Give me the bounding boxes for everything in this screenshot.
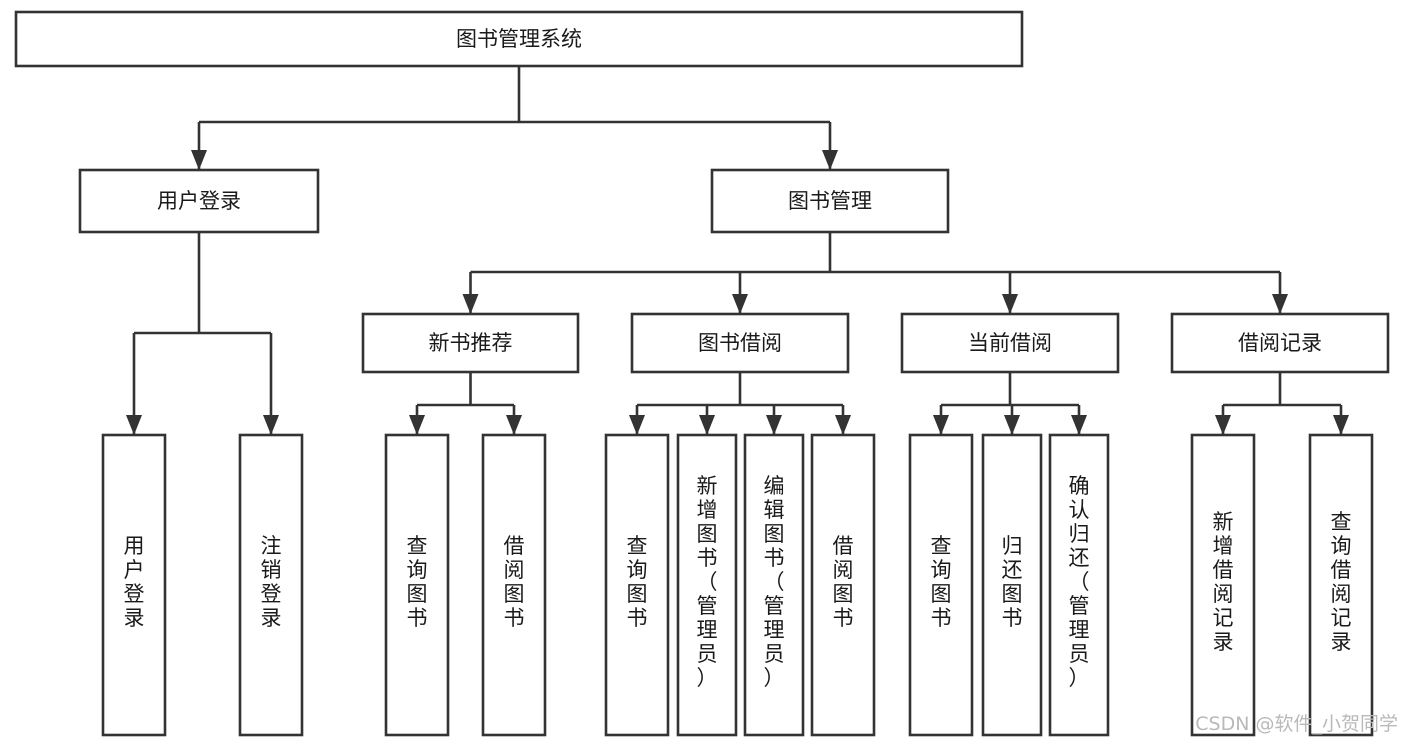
node-label-leaf-query-borrow-record: 查询借阅记录: [1331, 510, 1352, 654]
node-box-leaf-query-book: [604, 433, 670, 737]
node-leaf-confirm-return-admin[interactable]: 确认归还（管理员）: [1048, 433, 1110, 737]
bookmgmt-to-level3-arrow-1: [732, 294, 748, 314]
node-box-leaf-query-book-current: [908, 433, 974, 737]
node-box-leaf-add-borrow-record: [1190, 433, 1256, 737]
node-book-management[interactable]: 图书管理: [710, 168, 950, 234]
book-borrow-to-leaves-arrow-0: [629, 415, 645, 435]
bookmgmt-to-level3-arrow-2: [1002, 294, 1018, 314]
node-label-leaf-borrow-book: 借阅图书: [833, 534, 854, 630]
node-label-leaf-add-book-admin: 新增图书（管理员）: [697, 474, 718, 690]
book-borrow-to-leaves-arrow-3: [835, 415, 851, 435]
node-label-leaf-query-book-current: 查询图书: [931, 534, 952, 630]
borrow-record-to-leaves-arrow-0: [1215, 415, 1231, 435]
node-box-book-borrow: [630, 312, 850, 374]
connector-layer: [126, 66, 1349, 435]
node-label-leaf-borrow-book-recommend: 借阅图书: [504, 534, 525, 630]
node-box-leaf-logout: [238, 433, 304, 737]
borrow-record-to-leaves-arrow-1: [1333, 415, 1349, 435]
node-leaf-edit-book-admin[interactable]: 编辑图书（管理员）: [743, 433, 805, 737]
node-leaf-add-borrow-record[interactable]: 新增借阅记录: [1190, 433, 1256, 737]
node-label-user-login: 用户登录: [157, 189, 241, 213]
node-leaf-return-book[interactable]: 归还图书: [981, 433, 1043, 737]
node-leaf-user-login[interactable]: 用户登录: [101, 433, 167, 737]
csdn-watermark: CSDN @软件_小贺同学: [1195, 713, 1398, 735]
userlogin-to-leaves-arrow-0: [126, 415, 142, 435]
userlogin-to-leaves-arrow-1: [263, 415, 279, 435]
node-book-borrow[interactable]: 图书借阅: [630, 312, 850, 374]
node-label-leaf-return-book: 归还图书: [1002, 534, 1023, 630]
node-leaf-query-book-recommend[interactable]: 查询图书: [384, 433, 450, 737]
node-box-leaf-query-borrow-record: [1308, 433, 1374, 737]
node-user-login[interactable]: 用户登录: [78, 168, 320, 234]
node-label-current-borrow: 当前借阅: [968, 331, 1052, 355]
node-label-book-management: 图书管理: [788, 189, 872, 213]
node-label-new-book-recommend: 新书推荐: [429, 331, 513, 355]
node-box-user-login: [78, 168, 320, 234]
node-leaf-query-book-current[interactable]: 查询图书: [908, 433, 974, 737]
node-box-current-borrow: [900, 312, 1120, 374]
node-box-root: [14, 10, 1024, 68]
node-box-new-book-recommend: [361, 312, 580, 374]
root-to-level2-arrow-0: [191, 150, 207, 170]
book-borrow-to-leaves-arrow-1: [699, 415, 715, 435]
new-book-recommend-to-leaves-arrow-1: [506, 415, 522, 435]
node-leaf-borrow-book-recommend[interactable]: 借阅图书: [481, 433, 547, 737]
node-label-root: 图书管理系统: [456, 27, 582, 51]
node-label-leaf-user-login: 用户登录: [124, 534, 145, 630]
node-label-leaf-logout: 注销登录: [261, 534, 282, 630]
new-book-recommend-to-leaves-arrow-0: [409, 415, 425, 435]
bookmgmt-to-level3-arrow-0: [462, 294, 479, 314]
current-borrow-to-leaves-arrow-2: [1071, 415, 1087, 435]
node-leaf-add-book-admin[interactable]: 新增图书（管理员）: [676, 433, 738, 737]
book-borrow-to-leaves-arrow-2: [766, 415, 782, 435]
node-label-book-borrow: 图书借阅: [698, 331, 782, 355]
node-layer: 图书管理系统用户登录图书管理新书推荐图书借阅当前借阅借阅记录用户登录注销登录查询…: [14, 10, 1390, 737]
node-box-leaf-borrow-book: [810, 433, 876, 737]
current-borrow-to-leaves-arrow-0: [933, 415, 949, 435]
node-leaf-borrow-book[interactable]: 借阅图书: [810, 433, 876, 737]
node-leaf-query-borrow-record[interactable]: 查询借阅记录: [1308, 433, 1374, 737]
root-to-level2-arrow-1: [822, 150, 838, 170]
node-leaf-logout[interactable]: 注销登录: [238, 433, 304, 737]
node-box-leaf-confirm-return-admin: [1048, 433, 1110, 737]
node-box-leaf-borrow-book-recommend: [481, 433, 547, 737]
node-label-leaf-edit-book-admin: 编辑图书（管理员）: [764, 474, 785, 690]
node-box-leaf-user-login: [101, 433, 167, 737]
node-box-leaf-edit-book-admin: [743, 433, 805, 737]
node-current-borrow[interactable]: 当前借阅: [900, 312, 1120, 374]
node-label-leaf-query-book-recommend: 查询图书: [407, 534, 428, 630]
node-root[interactable]: 图书管理系统: [14, 10, 1024, 68]
node-box-book-management: [710, 168, 950, 234]
current-borrow-to-leaves-arrow-1: [1004, 415, 1020, 435]
node-leaf-query-book[interactable]: 查询图书: [604, 433, 670, 737]
bookmgmt-to-level3-arrow-3: [1272, 294, 1288, 314]
node-label-leaf-add-borrow-record: 新增借阅记录: [1213, 510, 1234, 654]
node-label-leaf-confirm-return-admin: 确认归还（管理员）: [1069, 474, 1090, 690]
node-label-borrow-record: 借阅记录: [1238, 331, 1322, 355]
node-box-borrow-record: [1170, 312, 1390, 374]
node-box-leaf-add-book-admin: [676, 433, 738, 737]
node-new-book-recommend[interactable]: 新书推荐: [361, 312, 580, 374]
node-box-leaf-query-book-recommend: [384, 433, 450, 737]
node-borrow-record[interactable]: 借阅记录: [1170, 312, 1390, 374]
node-label-leaf-query-book: 查询图书: [627, 534, 648, 630]
node-box-leaf-return-book: [981, 433, 1043, 737]
